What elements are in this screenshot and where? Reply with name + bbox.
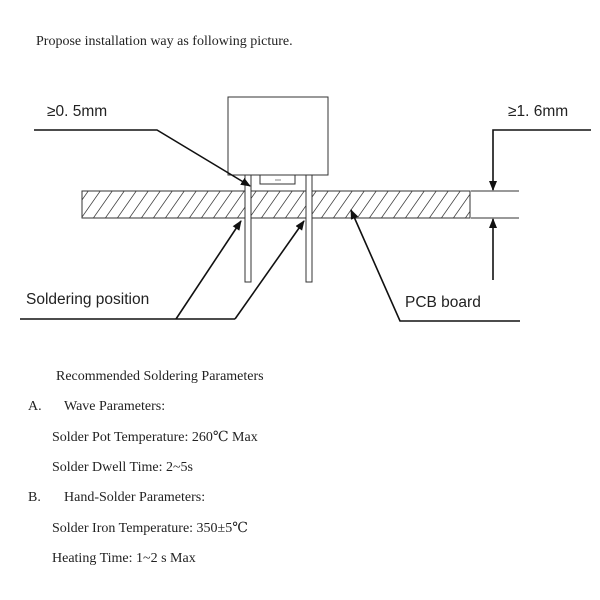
gap-label: ≥0. 5mm bbox=[47, 103, 108, 120]
section-b-letter: B. bbox=[28, 490, 41, 505]
intro-text: Propose installation way as following pi… bbox=[36, 34, 293, 49]
thickness-arrow-top bbox=[489, 129, 591, 191]
component bbox=[227, 96, 329, 283]
param-line: Heating Time: 1~2 s Max bbox=[52, 551, 196, 566]
param-line: Solder Dwell Time: 2~5s bbox=[52, 460, 193, 475]
param-line: Solder Pot Temperature: 260℃ Max bbox=[52, 430, 258, 445]
param-line: Solder Iron Temperature: 350±5℃ bbox=[52, 521, 248, 536]
soldering-arrow-left bbox=[175, 220, 242, 320]
params-title: Recommended Soldering Parameters bbox=[56, 369, 264, 384]
pcb-board bbox=[81, 190, 471, 219]
gap-leader bbox=[34, 129, 251, 187]
left-pin bbox=[244, 174, 252, 283]
thickness-label: ≥1. 6mm bbox=[508, 103, 569, 120]
soldering-arrow-right bbox=[234, 220, 305, 320]
section-a-heading: Wave Parameters: bbox=[64, 399, 166, 414]
section-b-heading: Hand-Solder Parameters: bbox=[64, 490, 206, 505]
right-pin bbox=[305, 174, 313, 283]
section-a-letter: A. bbox=[28, 399, 42, 414]
pcb-board-label: PCB board bbox=[405, 294, 481, 311]
soldering-position-label: Soldering position bbox=[26, 291, 150, 308]
pcb-leader bbox=[350, 209, 520, 322]
